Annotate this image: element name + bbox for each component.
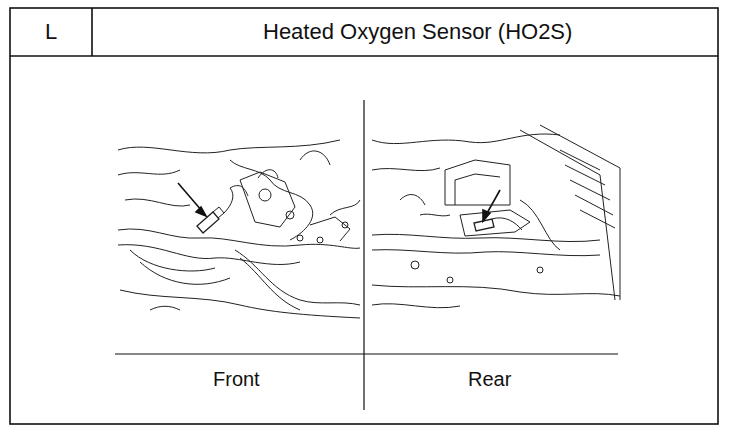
view-label: Front [213, 369, 260, 389]
view-label: Rear [468, 369, 511, 389]
page-title: Heated Oxygen Sensor (HO2S) [263, 21, 572, 43]
section-letter: L [45, 21, 57, 43]
